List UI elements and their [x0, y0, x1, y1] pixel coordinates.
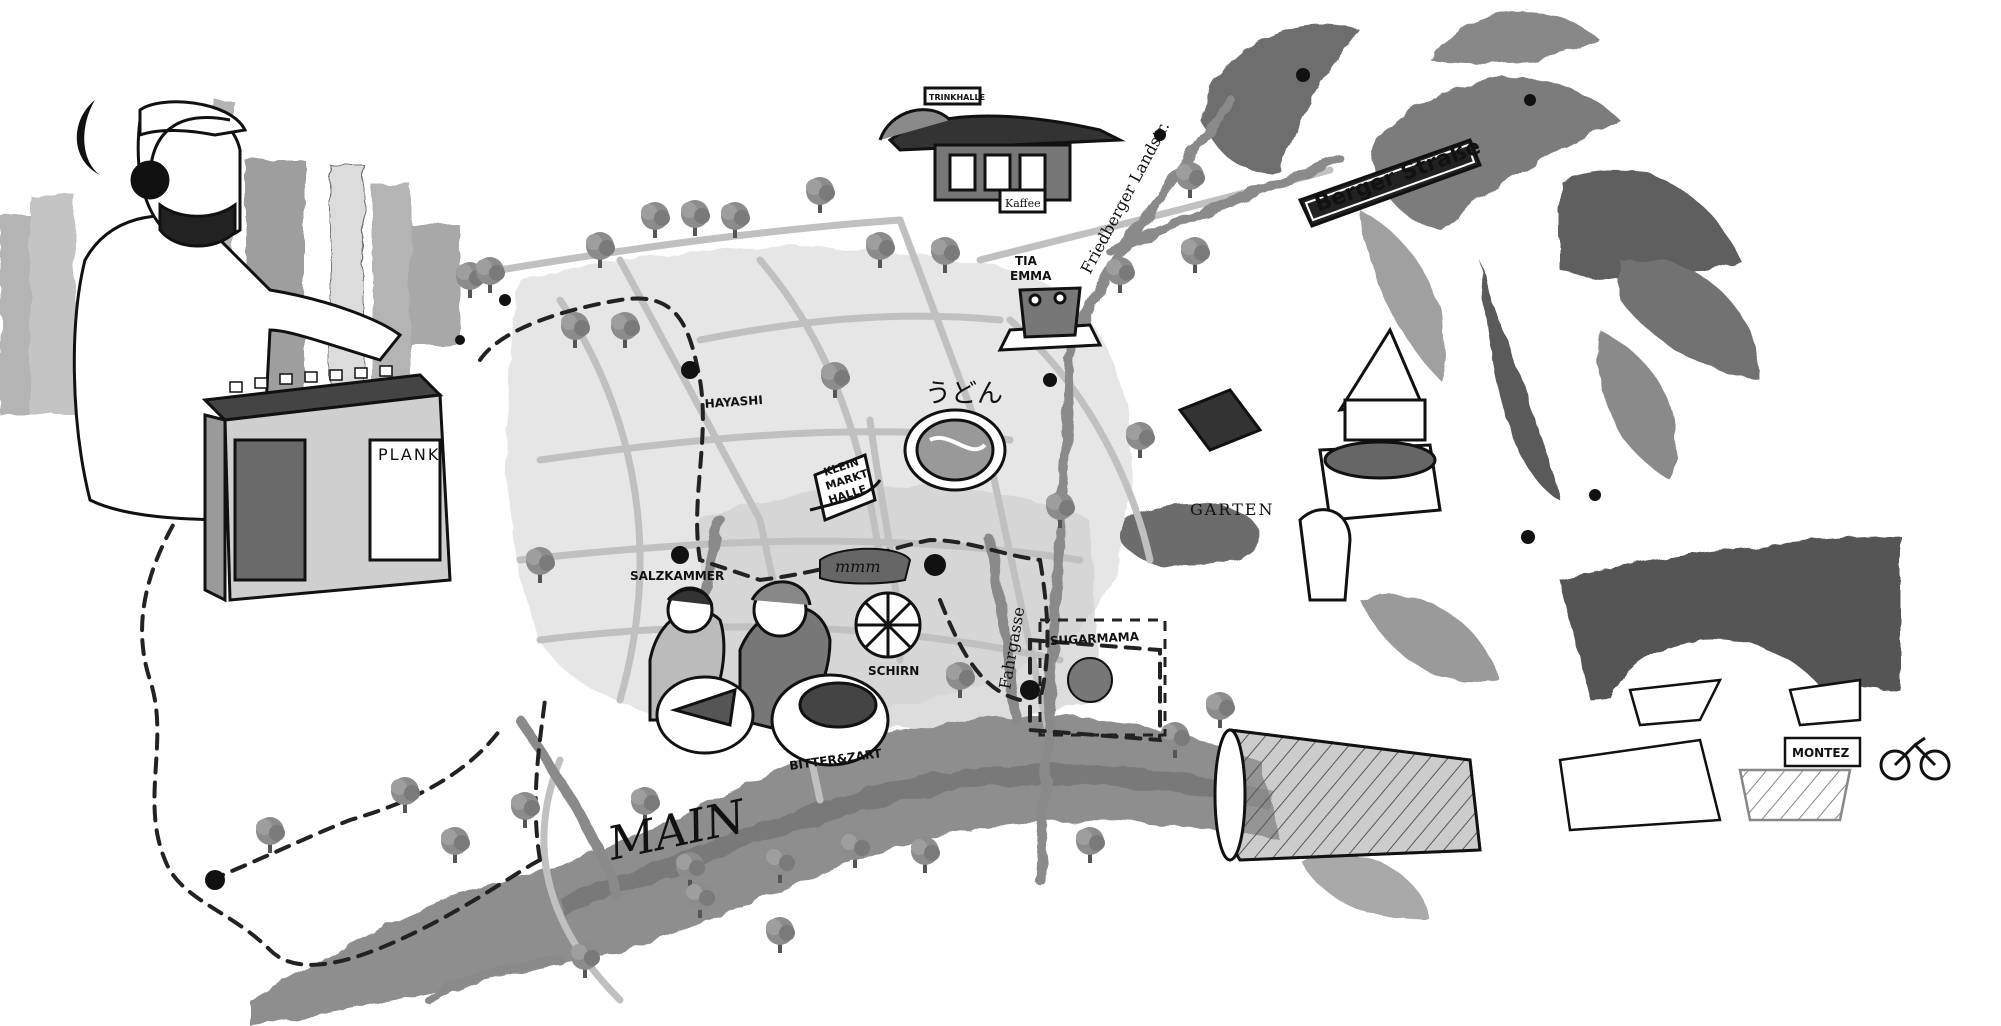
label-salzkammer: SALZKAMMER	[630, 569, 724, 583]
skyline	[0, 100, 460, 415]
dj-character	[72, 100, 403, 522]
tree-icon	[911, 837, 940, 873]
decorative-plant	[1200, 12, 1760, 920]
label-mmm: mmm	[835, 557, 881, 576]
trinkhalle-kiosk	[878, 86, 1126, 214]
sugar-mama-box	[1038, 618, 1167, 737]
moon-icon	[76, 100, 100, 175]
bicycle-icon	[1879, 736, 1951, 781]
tree-icon	[766, 917, 795, 953]
montez-scene	[1558, 678, 1862, 832]
walking-route	[140, 296, 1162, 967]
tree-icon	[1206, 692, 1235, 728]
mmm-cake	[819, 547, 912, 585]
label-plank: PLANK	[378, 445, 440, 464]
tree-icon	[641, 202, 670, 238]
ferris-wheel-icon	[854, 591, 922, 659]
tree-icon	[391, 777, 420, 813]
tree-icon	[1106, 257, 1135, 293]
kleinmarkthalle-sign	[809, 452, 882, 523]
label-montez: MONTEZ	[1792, 746, 1850, 760]
label-hayashi: HAYASHI	[704, 393, 763, 411]
label-garten: GARTEN	[1190, 500, 1274, 519]
bottle-icon	[1213, 728, 1482, 862]
friedberger-landstrasse-road	[1035, 95, 1235, 885]
tree-icon	[441, 827, 470, 863]
tia-emma-cup	[997, 286, 1103, 352]
label-trinkhalle: TRINKHALLE	[929, 93, 985, 102]
tree-icon	[1076, 827, 1105, 863]
street-sign-icon	[1297, 138, 1482, 228]
tree-icon	[476, 257, 505, 293]
river-main	[250, 715, 1280, 1026]
label-tia-emma-1: TIA	[1015, 254, 1038, 268]
tree-icon	[806, 177, 835, 213]
garten-area	[1177, 326, 1442, 602]
label-schirn: SCHIRN	[868, 664, 919, 678]
tree-icon	[681, 200, 710, 236]
udon-bowl	[903, 408, 1007, 492]
bitter-zart-illustration	[648, 580, 890, 767]
label-sugar-mama: SUGARMAMA	[1049, 629, 1140, 648]
label-udon: うどん	[925, 379, 1003, 409]
label-tia-emma-2: EMMA	[1010, 269, 1052, 283]
location-markers	[205, 68, 1601, 890]
label-kaffee: Kaffee	[1005, 197, 1041, 210]
plank-kiosk	[201, 365, 452, 603]
tree-icon	[1176, 162, 1205, 198]
tree-icon	[1181, 237, 1210, 273]
